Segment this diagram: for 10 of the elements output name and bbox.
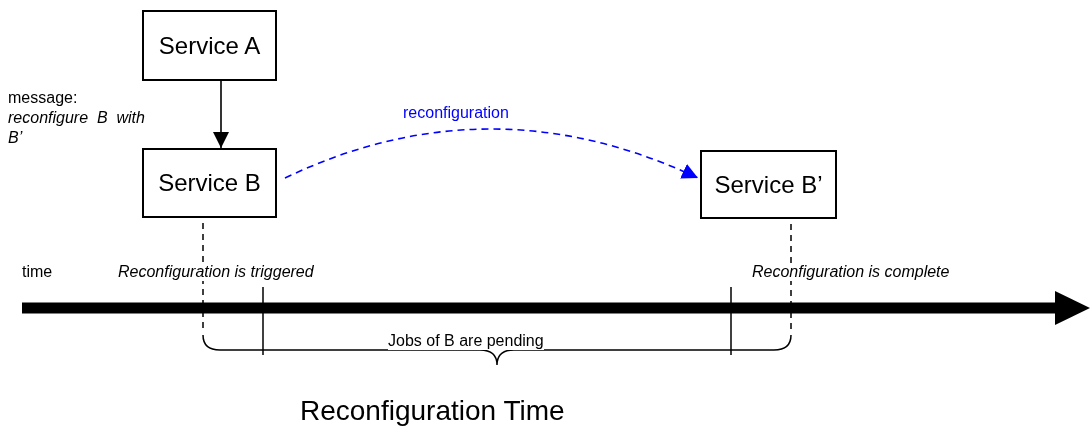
timeline-label: Reconfiguration is complete: [752, 263, 950, 281]
timeline-label: Reconfiguration is triggered: [118, 263, 314, 281]
service-box: Service B: [142, 148, 277, 218]
edge-label: message: reconfigure B with B’: [8, 88, 146, 148]
arrow: [284, 128, 699, 179]
timeline-label: Jobs of B are pending: [388, 332, 544, 350]
service-box: Service A: [142, 10, 277, 81]
arrow: [213, 80, 229, 149]
service-box: Service B’: [700, 150, 837, 219]
edge-label: reconfiguration: [403, 104, 509, 122]
